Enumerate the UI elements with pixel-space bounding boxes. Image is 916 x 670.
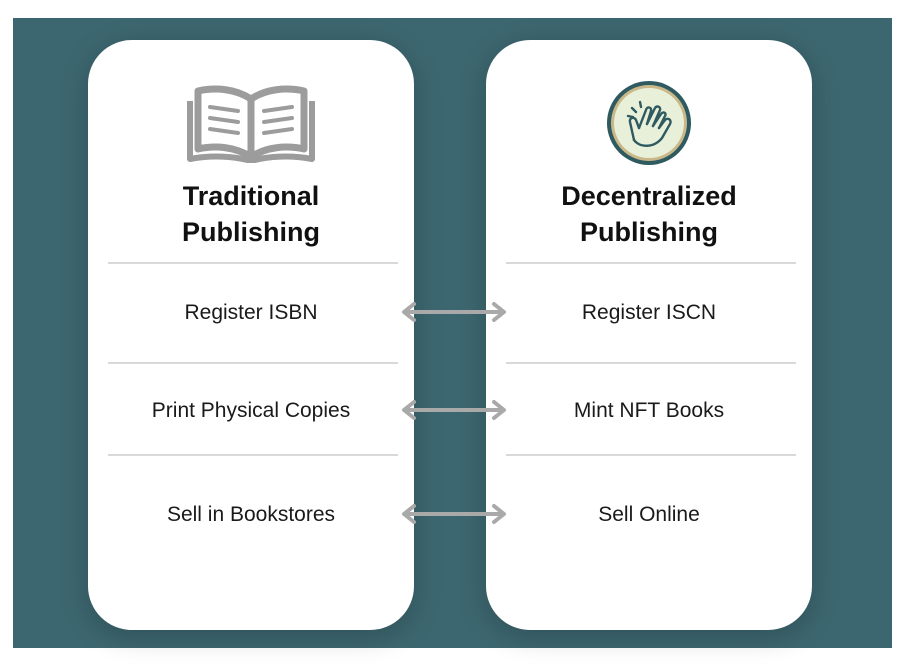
title-line-2: Publishing [580, 217, 718, 247]
title-line-1: Traditional [182, 181, 320, 211]
step-mint-nft-books: Mint NFT Books [573, 399, 725, 422]
step-sell-online: Sell Online [598, 503, 700, 526]
clapping-hands-coin-icon [486, 78, 812, 168]
step-sell-in-bookstores: Sell in Bookstores [166, 503, 336, 526]
step-print-physical-copies: Print Physical Copies [151, 399, 351, 422]
decentralized-publishing-card: Decentralized Publishing Register ISCN M… [486, 40, 812, 630]
traditional-publishing-card: Traditional Publishing Register ISBN Pri… [88, 40, 414, 630]
divider [506, 262, 796, 264]
divider [506, 362, 796, 364]
step-register-isbn: Register ISBN [184, 301, 318, 324]
card-title: Traditional Publishing [88, 178, 414, 250]
title-line-1: Decentralized [561, 181, 737, 211]
divider [506, 454, 796, 456]
divider [108, 454, 398, 456]
divider [108, 262, 398, 264]
double-arrow-icon [402, 400, 506, 420]
step-register-iscn: Register ISCN [581, 301, 717, 324]
double-arrow-icon [402, 302, 506, 322]
double-arrow-icon [402, 504, 506, 524]
open-book-icon [88, 78, 414, 168]
card-title: Decentralized Publishing [486, 178, 812, 250]
title-line-2: Publishing [182, 217, 320, 247]
divider [108, 362, 398, 364]
